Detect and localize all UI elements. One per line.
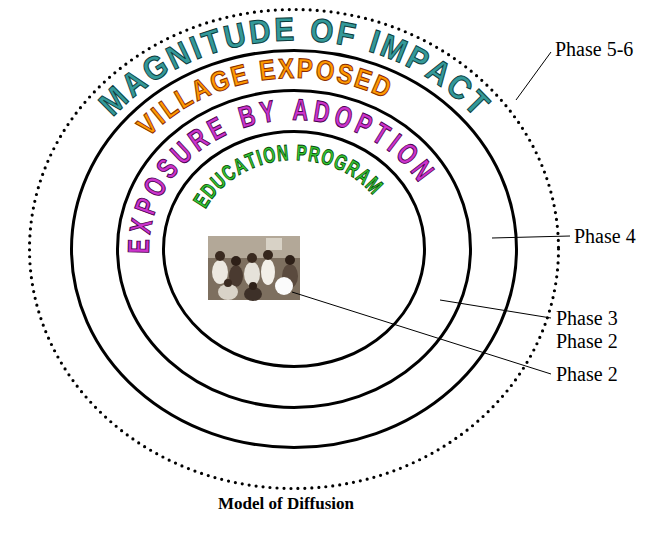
photo-window — [266, 238, 282, 250]
leader-line — [492, 236, 570, 238]
person-head — [263, 250, 273, 260]
phase-label-slot: Phase 2 — [556, 363, 618, 386]
arc-letter: D — [247, 13, 272, 48]
arc-letter: P — [296, 55, 313, 84]
caption-slot: Model of Diffusion — [0, 494, 572, 514]
ring-ellipse — [164, 132, 425, 367]
phase-label: Phase 5-6 — [555, 38, 633, 60]
phase-label: Phase 4 — [574, 225, 636, 247]
photo — [208, 236, 300, 301]
phase-label-slot: Phase 2 — [556, 330, 618, 353]
phase-label-slot: Phase 3 — [556, 307, 618, 330]
arc-letter: E — [258, 56, 277, 86]
person-head — [249, 282, 257, 290]
person-body — [261, 259, 275, 285]
photo-ground — [208, 236, 300, 300]
arc-letter: X — [125, 216, 157, 236]
ring-outline — [116, 89, 472, 409]
arc-letter: A — [292, 95, 309, 126]
arc-letter: E — [124, 239, 154, 254]
phase-label: Phase 2 — [556, 330, 618, 352]
arc-letter — [298, 13, 307, 46]
arc-letter: F — [334, 16, 358, 52]
arc-letter: N — [276, 142, 289, 165]
ring-ellipse — [72, 51, 517, 448]
arc-letter: P — [296, 142, 308, 165]
arc-letter: B — [235, 100, 258, 133]
phase-label-slot: Phase 4 — [574, 225, 636, 248]
person-head — [224, 279, 232, 287]
phase-label: Phase 3 — [556, 307, 618, 329]
photo-highlight — [275, 277, 293, 295]
ring-node: EXPOSURE BY ADOPTIONEDUCATION PROGRAM — [116, 89, 472, 409]
person-head — [247, 253, 257, 263]
ring-outline — [162, 130, 426, 368]
arc-letter — [280, 95, 288, 125]
person-head — [215, 251, 225, 261]
arc-letter: Y — [258, 96, 277, 128]
arc-letter: D — [312, 96, 332, 128]
phase-label: Phase 2 — [556, 363, 618, 385]
arc-letter: O — [309, 13, 335, 48]
figure-caption: Model of Diffusion — [218, 494, 354, 513]
person-head — [285, 255, 295, 265]
ring-node: EDUCATION PROGRAM — [162, 130, 426, 368]
ring-node: MAGNITUDE OF IMPACTVILLAGE EXPOSEDEXPOSU… — [28, 8, 560, 490]
phase-label-slot: Phase 5-6 — [555, 38, 633, 61]
arc-letter: E — [274, 12, 295, 46]
arc-letter: O — [314, 56, 336, 86]
leader-line — [516, 52, 551, 100]
ring-ellipse — [30, 10, 559, 489]
arc-letter — [290, 142, 295, 164]
arc-letter: U — [221, 17, 249, 54]
ring-node: VILLAGE EXPOSEDEXPOSURE BY ADOPTIONEDUCA… — [70, 49, 518, 449]
ring-ellipse — [118, 91, 471, 408]
arc-letter: O — [331, 100, 356, 134]
person-head — [231, 256, 241, 266]
arc-letter: X — [278, 55, 295, 84]
